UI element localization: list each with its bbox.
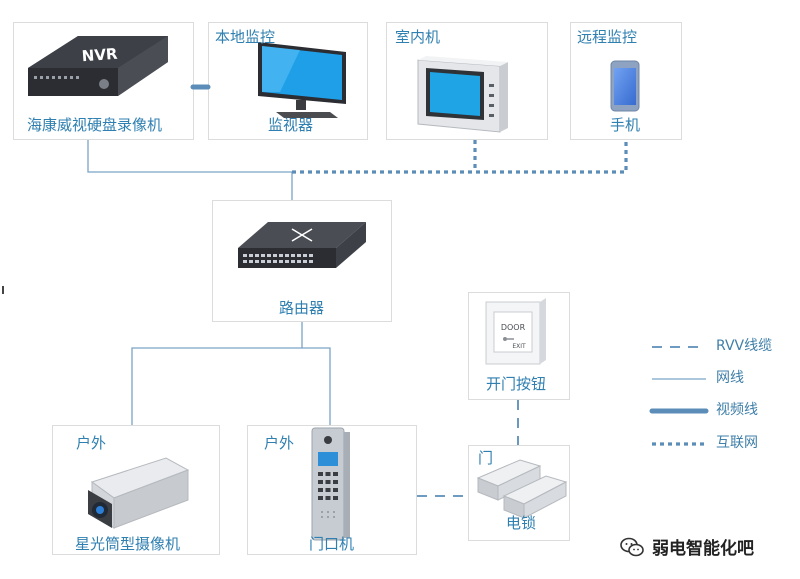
camera-title: 户外: [76, 434, 107, 452]
indoor-unit-icon: [417, 56, 508, 133]
remote-monitor-title: 远程监控: [577, 28, 638, 46]
lock-title: 门: [478, 449, 494, 467]
phone-icon: [610, 60, 640, 112]
rvv-lines: [417, 400, 519, 497]
bullet-camera-icon: [88, 457, 190, 529]
ethernet-lines: [87, 140, 331, 425]
exit-button-icon: [485, 298, 546, 365]
exit-plate-text-exit: EXIT: [512, 343, 526, 350]
router-camera-line: [131, 322, 303, 425]
indoor-unit-title: 室内机: [395, 28, 441, 46]
nvr-device-icon: [28, 36, 168, 96]
electric-lock-icon: [476, 459, 568, 519]
monitor-icon: [258, 42, 346, 118]
router-icon: [238, 222, 366, 268]
legend-internet-label: 互联网: [716, 435, 758, 451]
wechat-icon: [620, 537, 644, 556]
nvr-router-line: [87, 140, 293, 200]
legend-video-label: 视频线: [716, 402, 758, 418]
exit-button-label: 开门按钮: [486, 375, 547, 393]
local-monitor-label: 监视器: [268, 116, 314, 134]
router-label: 路由器: [279, 299, 325, 317]
router-doorstation-line: [302, 347, 331, 425]
legend-samples: [649, 346, 709, 446]
nvr-label: 海康威视硬盘录像机: [27, 116, 163, 134]
internet-lines: [292, 140, 628, 174]
edge-mark: [2, 286, 4, 294]
remote-monitor-label: 手机: [610, 116, 641, 134]
door-station-title: 户外: [264, 434, 295, 452]
legend-rvv-label: RVV线缆: [716, 338, 773, 354]
internet-line-phone: [292, 140, 628, 174]
local-monitor-title: 本地监控: [215, 28, 276, 46]
lock-label: 电锁: [506, 514, 537, 532]
door-station-icon: [311, 427, 350, 541]
door-station-label: 门口机: [309, 535, 355, 553]
nvr-device-text: NVR: [81, 45, 118, 65]
exit-plate-text-door: DOOR: [501, 323, 526, 332]
watermark-text: 弱电智能化吧: [652, 539, 754, 559]
camera-label: 星光筒型摄像机: [75, 535, 181, 553]
watermark: 弱电智能化吧: [620, 534, 754, 559]
legend-ethernet-label: 网线: [716, 370, 744, 386]
